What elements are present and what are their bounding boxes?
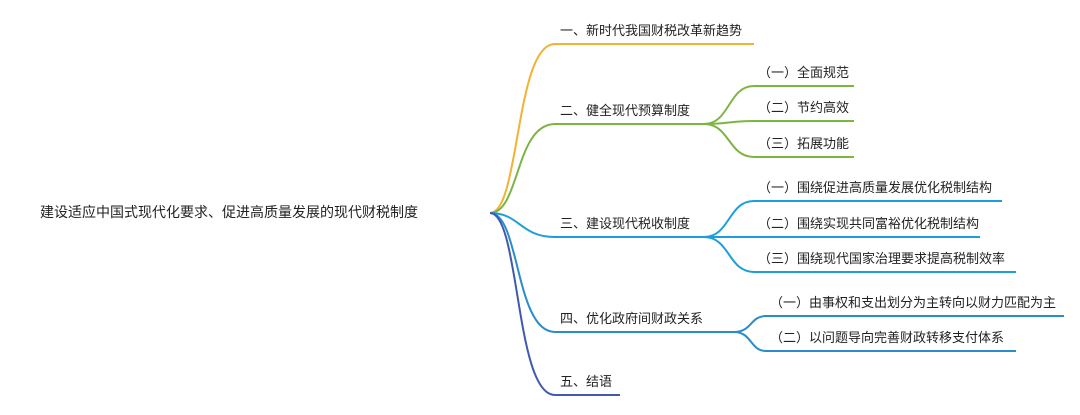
root-topic[interactable]: 建设适应中国式现代化要求、促进高质量发展的现代财税制度 (40, 205, 418, 221)
connector-branch-2 (489, 123, 556, 214)
connector-branch-3-child-1 (703, 200, 755, 238)
connector-branch-2-child-3 (703, 123, 755, 158)
branch-2-child-3-label[interactable]: （三）拓展功能 (758, 137, 850, 152)
connector-branch-5 (489, 212, 556, 396)
connector-branch-3-child-3 (703, 236, 755, 273)
branch-5-label[interactable]: 五、结语 (560, 375, 613, 390)
branch-3-child-1-label[interactable]: （一）围绕促进高质量发展优化税制结构 (758, 181, 993, 196)
connector-branch-4-child-2 (733, 331, 767, 352)
branch-2-child-1-label[interactable]: （一）全面规范 (758, 66, 850, 81)
connector-branch-3 (489, 212, 556, 238)
connector-branch-4-child-1 (733, 315, 767, 333)
branch-2-label[interactable]: 二、健全现代预算制度 (560, 104, 691, 119)
branch-3-label[interactable]: 三、建设现代税收制度 (560, 217, 691, 232)
branch-4-label[interactable]: 四、优化政府间财政关系 (560, 312, 704, 327)
connector-branch-1 (489, 43, 556, 214)
branch-4-child-2-label[interactable]: （二）以问题导向完善财政转移支付体系 (770, 331, 1005, 346)
branch-3-child-2-label[interactable]: （二）围绕实现共同富裕优化税制结构 (758, 217, 980, 232)
connector-branch-2-child-1 (703, 85, 755, 125)
branch-1-label[interactable]: 一、新时代我国财税改革新趋势 (560, 24, 743, 39)
branch-3-child-3-label[interactable]: （三）围绕现代国家治理要求提高税制效率 (758, 252, 1006, 267)
branch-2-child-2-label[interactable]: （二）节约高效 (758, 101, 850, 116)
connector-branch-4 (489, 212, 556, 333)
branch-4-child-1-label[interactable]: （一）由事权和支出划分为主转向以财力匹配为主 (770, 296, 1057, 311)
